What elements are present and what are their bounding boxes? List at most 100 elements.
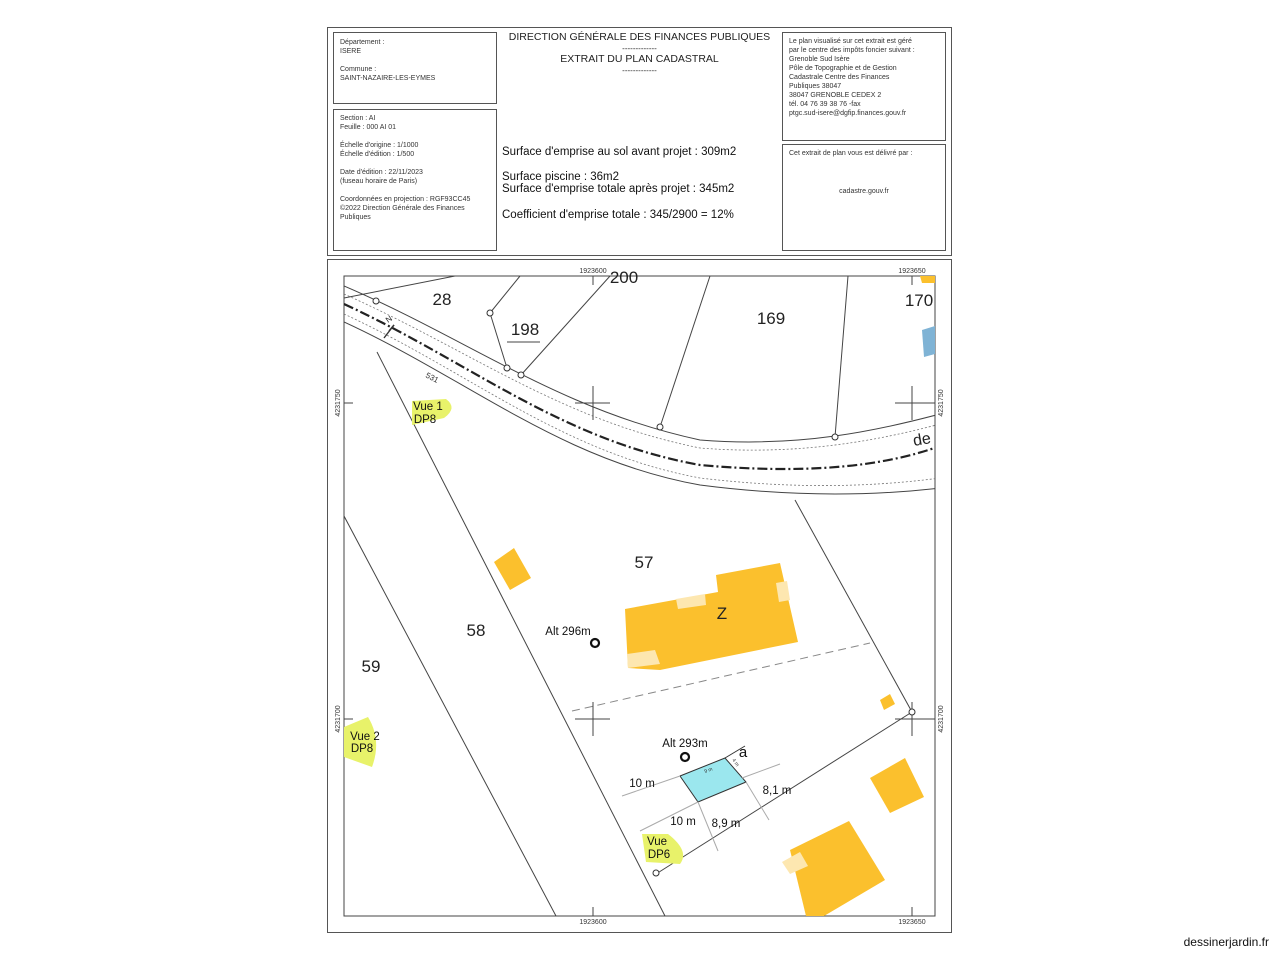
- neighbor-building-2-light: [782, 852, 808, 874]
- road-dotted-2: [344, 313, 935, 486]
- parcel-line: [655, 711, 913, 875]
- road-number: 531: [424, 371, 440, 385]
- header-title-block: DIRECTION GÉNÉRALE DES FINANCES PUBLIQUE…: [497, 31, 782, 75]
- centre-impots-line: Pôle de Topographie et de Gestion: [789, 65, 897, 72]
- date-edition-text: Date d'édition : 22/11/2023: [340, 169, 423, 176]
- header-separator: -------------: [622, 44, 657, 53]
- centre-impots-line: Grenoble Sud Isère: [789, 56, 850, 63]
- main-house-light-3: [776, 581, 790, 602]
- parcel-number-59: 59: [362, 657, 381, 676]
- centre-impots-line: par le centre des impôts foncier suivant…: [789, 47, 915, 54]
- parcel-line: [794, 499, 913, 713]
- main-house: [625, 563, 798, 670]
- road-centerline: [344, 303, 935, 471]
- parcel-number-198: 198: [511, 320, 539, 339]
- pool-width-label: 4 m: [730, 758, 740, 768]
- centre-impots-line: 38047 GRENOBLE CEDEX 2: [789, 92, 882, 99]
- dimension-lines: [621, 763, 781, 852]
- coord-left-upper: 4231750: [335, 389, 342, 416]
- map-inner-border: [343, 275, 936, 917]
- header-title: DIRECTION GÉNÉRALE DES FINANCES PUBLIQUE…: [508, 31, 771, 43]
- parcel-line: [344, 276, 456, 299]
- echelle-origine-text: Échelle d'origine : 1/1000: [340, 142, 419, 149]
- building-label-z: Z: [717, 604, 727, 623]
- altitude-points: [589, 637, 691, 763]
- parcel-number-170: 170: [905, 291, 933, 310]
- view-2-sublabel: DP8: [351, 743, 373, 755]
- parcel-line: [489, 312, 508, 369]
- coord-right-lower: 4231700: [938, 705, 945, 732]
- neighbor-building-blue: [922, 326, 935, 357]
- parcel-dashed-line: [571, 642, 871, 712]
- section-box: Section : AI Feuille : 000 AI 01 Échelle…: [333, 109, 497, 251]
- distance-label-1: 10 m: [629, 778, 655, 790]
- neighbor-building-2: [790, 821, 885, 916]
- coord-top-left: 1923600: [579, 268, 606, 275]
- commune-label: Commune :: [340, 66, 377, 73]
- centre-impots-line: Cadastrale Centre des Finances: [789, 74, 890, 81]
- commune-value: SAINT-NAZAIRE-LES-EYMES: [340, 75, 436, 82]
- view-3-label: Vue: [647, 836, 667, 848]
- centre-impots-line: Le plan visualisé sur cet extrait est gé…: [789, 38, 912, 45]
- neighbor-building-1: [870, 758, 924, 813]
- parcel-number-58: 58: [467, 621, 486, 640]
- distance-label-2: 10 m: [670, 816, 696, 828]
- parcel-line: [834, 276, 849, 438]
- north-label: N: [384, 314, 394, 325]
- view-1-label: Vue 1: [413, 401, 443, 413]
- parcel-line: [376, 351, 666, 916]
- coefficient-note: Coefficient d'emprise totale : 345/2900 …: [502, 209, 734, 221]
- small-shed: [494, 548, 531, 590]
- section-text: Section : AI: [340, 115, 376, 122]
- parcel-line: [344, 515, 557, 916]
- coord-top-right: 1923650: [898, 268, 925, 275]
- delivery-text: Cet extrait de plan vous est délivré par…: [789, 150, 913, 157]
- distance-label-3: 8,1 m: [763, 785, 792, 797]
- road-edge-south: [344, 321, 935, 495]
- parcel-number-169: 169: [757, 309, 785, 328]
- view-2-label: Vue 2: [350, 731, 380, 743]
- centre-impots-line: Publiques 38047: [789, 83, 842, 90]
- main-house-light-2: [627, 650, 660, 668]
- pool-edge: [724, 745, 746, 759]
- surface-totale-note: Surface d'emprise totale après projet : …: [502, 183, 735, 195]
- parcel-number-57: 57: [635, 553, 654, 572]
- parcel-line: [520, 276, 611, 376]
- watermark-text: dessinerjardin.fr: [1183, 935, 1269, 949]
- view-cone-3: [642, 834, 684, 864]
- departement-value: ISERE: [340, 48, 362, 55]
- header-subtitle: EXTRAIT DU PLAN CADASTRAL: [560, 53, 719, 65]
- road-name-fragment: de: [912, 430, 933, 450]
- neighbor-building-yellow-corner: [920, 276, 935, 283]
- header-separator-2: -------------: [622, 66, 657, 75]
- altitude-label-1: Alt 296m: [545, 626, 590, 638]
- distance-label-4: 8,9 m: [712, 818, 741, 830]
- centre-impots-box: Le plan visualisé sur cet extrait est gé…: [782, 32, 946, 141]
- main-house-light-1: [676, 594, 706, 609]
- copyright-line1: ©2022 Direction Générale des Finances: [340, 205, 465, 212]
- road-edge-north: [344, 285, 935, 443]
- surface-avant-note: Surface d'emprise au sol avant projet : …: [502, 146, 737, 158]
- view-1-sublabel: DP8: [414, 414, 436, 426]
- departement-label: Département :: [340, 39, 385, 46]
- survey-markers: [372, 297, 916, 877]
- delivery-box: Cet extrait de plan vous est délivré par…: [782, 144, 946, 251]
- parcel-line: [659, 276, 711, 428]
- coordonnees-text: Coordonnées en projection : RGF93CC45: [340, 196, 471, 203]
- fuseau-text: (fuseau horaire de Paris): [340, 178, 418, 185]
- view-3-sublabel: DP6: [648, 849, 670, 861]
- pool-length-label: 9 m: [704, 766, 714, 774]
- coord-bottom-right: 1923650: [898, 919, 925, 926]
- tiny-annex: [880, 694, 895, 710]
- parcel-line: [489, 276, 521, 314]
- parcel-number-28: 28: [433, 290, 452, 309]
- centre-impots-email: ptgc.sud-isere@dgfip.finances.gouv.fr: [789, 110, 907, 117]
- location-box: Département : ISERE Commune : SAINT-NAZA…: [333, 32, 497, 104]
- delivery-site: cadastre.gouv.fr: [839, 188, 889, 195]
- pool-label: a: [739, 744, 748, 761]
- coord-left-lower: 4231700: [335, 705, 342, 732]
- centre-impots-line: tél. 04 76 39 38 76 -fax: [789, 101, 861, 108]
- view-cone-2: [344, 717, 377, 767]
- road-dotted-1: [344, 293, 935, 451]
- copyright-line2: Publiques: [340, 214, 371, 221]
